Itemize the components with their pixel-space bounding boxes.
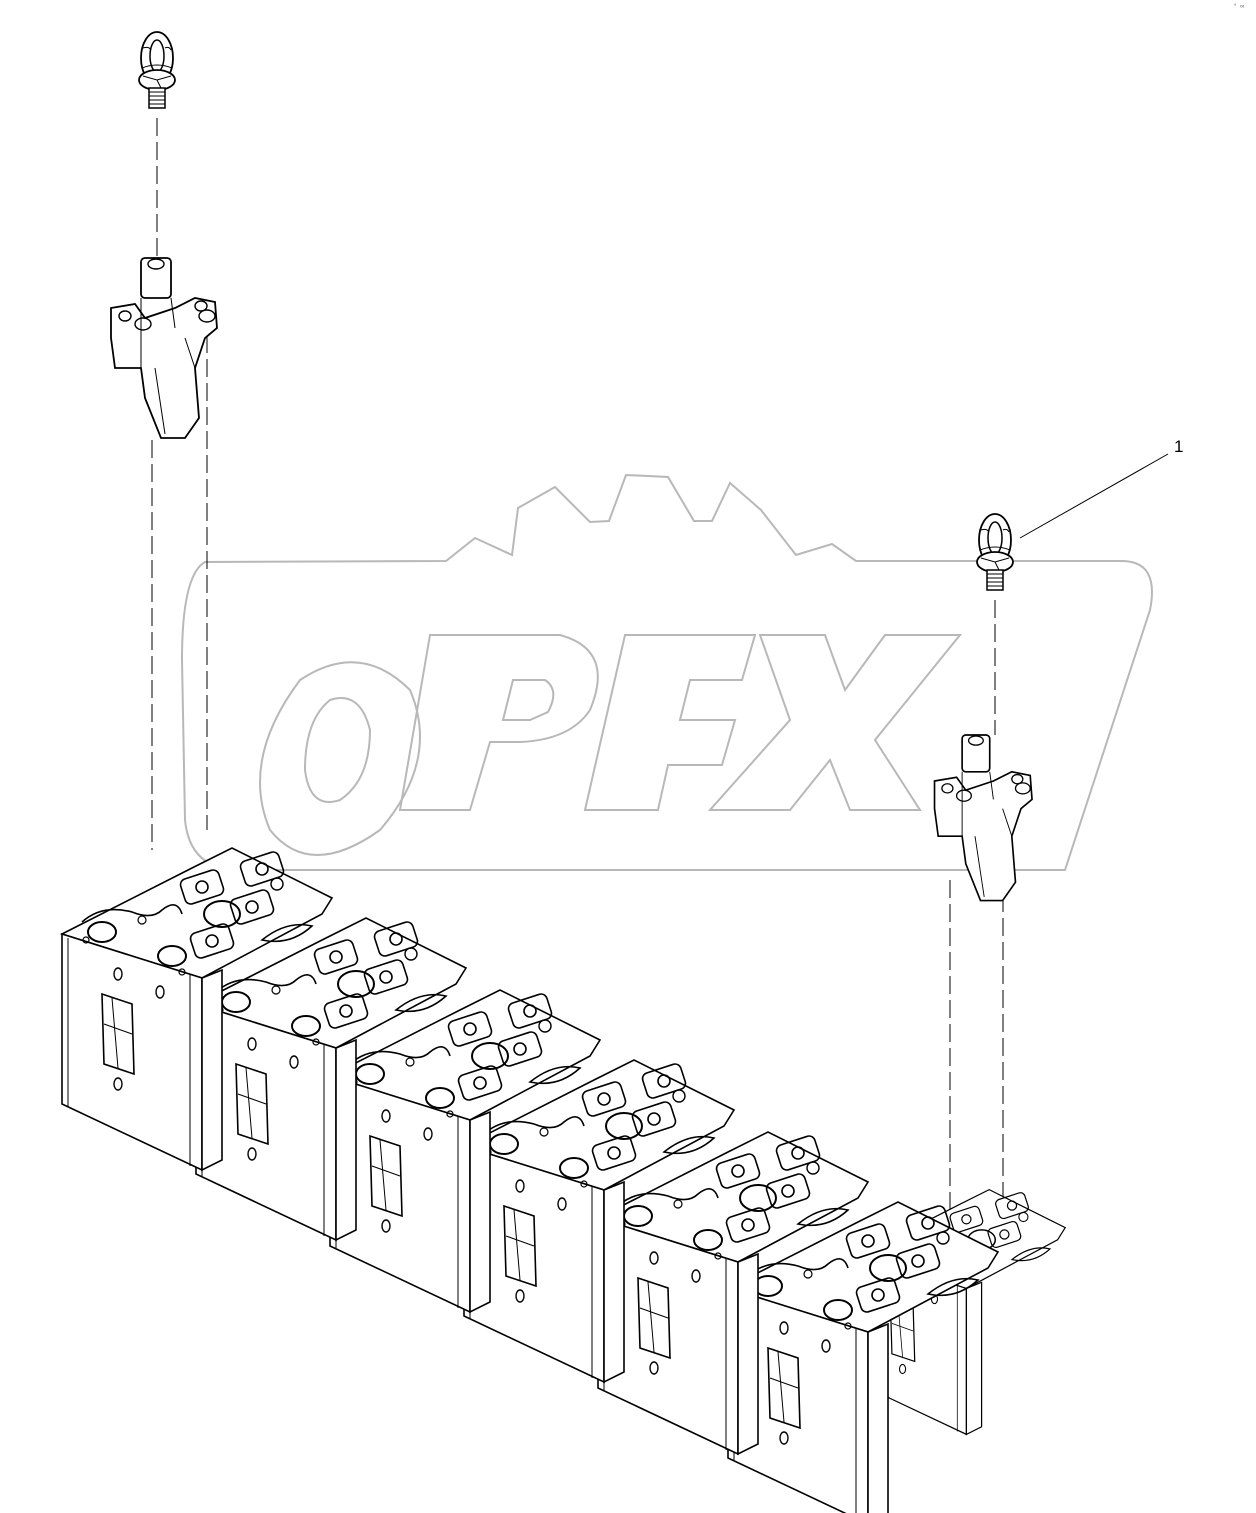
callout-number-1: 1 <box>1174 437 1184 456</box>
lifting-bracket-right <box>933 734 1033 902</box>
lifting-bracket-left <box>110 257 218 439</box>
eye-bolt-right <box>976 513 1014 591</box>
opex-watermark <box>180 473 1153 871</box>
assembly-lines <box>151 118 1004 1230</box>
eye-bolt-left <box>138 31 176 109</box>
callout-leader-1 <box>1019 453 1169 539</box>
corner-mark: ° ∞ <box>1234 4 1246 10</box>
